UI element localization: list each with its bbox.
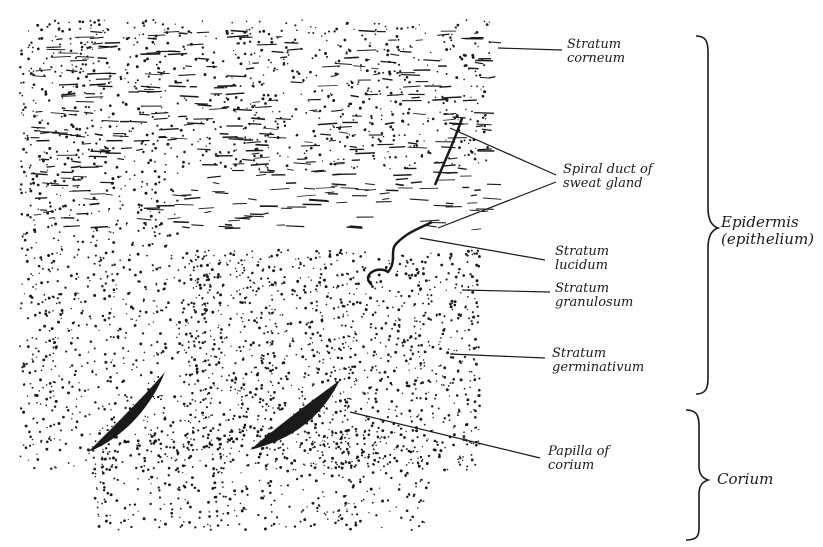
papilla-2	[250, 380, 340, 450]
corium-bracket	[686, 410, 708, 540]
leader-spiral-duct-1	[450, 128, 556, 175]
label-stratum-granulosum-line2: granulosum	[555, 296, 633, 310]
leader-stratum-lucidum	[420, 238, 545, 260]
epidermis-bracket	[696, 36, 718, 394]
label-leader-lines	[350, 48, 562, 458]
label-stratum-corneum: Stratum corneum	[567, 38, 625, 66]
label-stratum-corneum-line1: Stratum	[567, 38, 625, 52]
label-stratum-corneum-line2: corneum	[567, 52, 625, 66]
papilla-1	[88, 372, 165, 452]
leader-spiral-duct-2	[438, 182, 556, 228]
leader-stratum-granulosum	[462, 290, 550, 292]
label-stratum-granulosum-line1: Stratum	[555, 282, 633, 296]
stipple-texture	[19, 19, 491, 531]
label-stratum-lucidum: Stratum lucidum	[555, 245, 609, 273]
label-stratum-lucidum-line2: lucidum	[555, 259, 609, 273]
label-papilla-line1: Papilla of	[548, 445, 609, 459]
label-epidermis-line2: (epithelium)	[721, 231, 814, 248]
label-corium-text: Corium	[717, 471, 773, 488]
corneum-dash-texture	[31, 31, 502, 230]
label-papilla-of-corium: Papilla of corium	[548, 445, 609, 473]
leader-stratum-corneum	[498, 48, 562, 50]
label-corium: Corium	[717, 471, 773, 488]
label-stratum-germinativum: Stratum germinativum	[552, 347, 644, 375]
label-stratum-granulosum: Stratum granulosum	[555, 282, 633, 310]
label-papilla-line2: corium	[548, 459, 609, 473]
label-stratum-lucidum-line1: Stratum	[555, 245, 609, 259]
label-stratum-germinativum-line2: germinativum	[552, 361, 644, 375]
label-spiral-duct: Spiral duct of sweat gland	[563, 163, 653, 191]
layer-brackets	[686, 36, 718, 540]
label-spiral-duct-line1: Spiral duct of	[563, 163, 653, 177]
label-epidermis: Epidermis (epithelium)	[721, 214, 814, 248]
label-spiral-duct-line2: sweat gland	[563, 177, 653, 191]
label-epidermis-line1: Epidermis	[721, 214, 814, 231]
label-stratum-germinativum-line1: Stratum	[552, 347, 644, 361]
